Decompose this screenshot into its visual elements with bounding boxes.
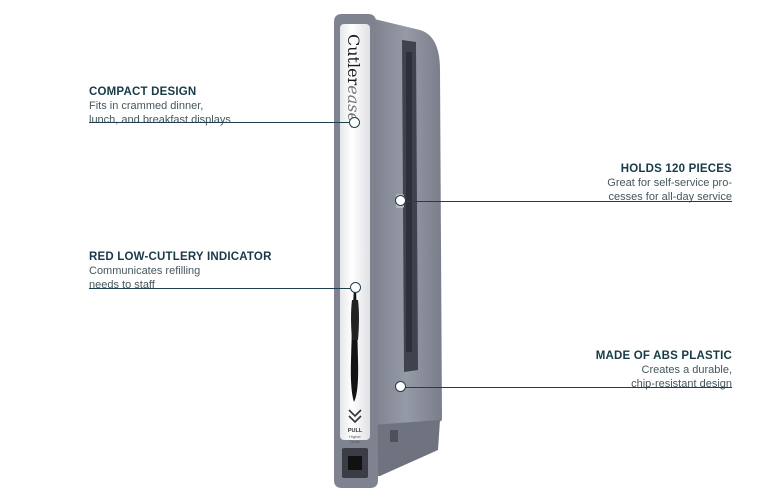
callout-compact-design: COMPACT DESIGN Fits in crammed dinner, l… — [89, 85, 231, 127]
callout-title: COMPACT DESIGN — [89, 86, 197, 98]
hotspot-compact[interactable] — [349, 117, 360, 128]
pull-chevrons-icon — [348, 409, 362, 424]
svg-text:PULL: PULL — [348, 428, 363, 434]
hotspot-indicator[interactable] — [350, 282, 361, 293]
callout-title: RED LOW-CUTLERY INDICATOR — [89, 251, 272, 263]
callout-desc-line: Fits in crammed dinner, — [89, 100, 204, 112]
callout-desc-line: Great for self-service pro- — [607, 177, 732, 189]
leader-line-material — [405, 387, 732, 388]
callout-desc-line: needs to staff — [89, 279, 155, 291]
hotspot-material[interactable] — [395, 381, 406, 392]
callout-indicator: RED LOW-CUTLERY INDICATOR Communicates r… — [89, 250, 272, 292]
callout-desc-line: chip-resistant design — [631, 378, 732, 390]
svg-text:Drain: Drain — [350, 439, 360, 444]
callout-material: MADE OF ABS PLASTIC Creates a durable, c… — [596, 349, 732, 391]
dispenser-base — [372, 420, 440, 476]
callout-title: MADE OF ABS PLASTIC — [595, 350, 732, 362]
callout-desc-line: Creates a durable, — [641, 364, 733, 376]
callout-desc-line: lunch, and breakfast displays — [89, 114, 231, 126]
dispenser-front-panel — [340, 24, 370, 440]
brand-logo: Cutlerease™ — [344, 34, 363, 129]
leader-line-capacity — [404, 201, 732, 202]
callout-desc-line: cesses for all-day service — [608, 191, 733, 203]
leader-line-indicator — [89, 288, 350, 289]
callout-desc-line: Communicates refilling — [89, 265, 201, 277]
callout-capacity: HOLDS 120 PIECES Great for self-service … — [607, 162, 732, 204]
hotspot-capacity[interactable] — [395, 195, 406, 206]
leader-line-compact — [89, 122, 349, 123]
callout-title: HOLDS 120 PIECES — [620, 163, 732, 175]
svg-text:Higher: Higher — [349, 434, 361, 439]
